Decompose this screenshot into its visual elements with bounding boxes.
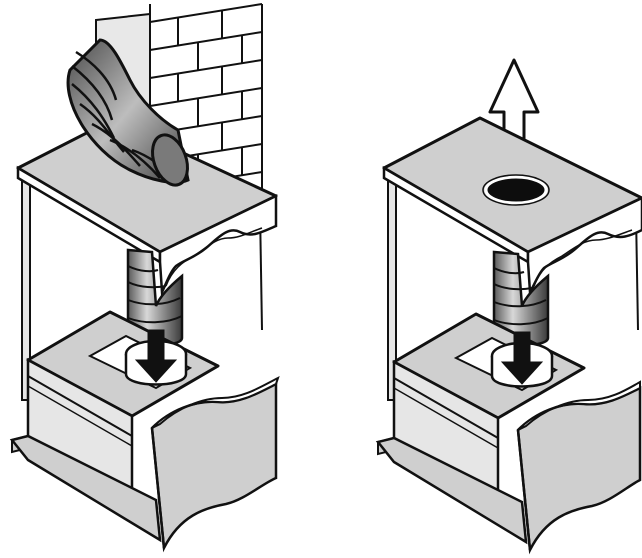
left-down-arrow <box>134 329 178 383</box>
right-down-arrow <box>500 331 544 385</box>
top-vent-hole <box>482 174 550 206</box>
left-base-cabinet <box>9 310 280 553</box>
right-panel <box>375 58 642 555</box>
left-panel <box>9 3 280 553</box>
flex-duct-elbow <box>66 38 190 187</box>
left-cabinet-top <box>16 118 278 297</box>
left-vertical-duct <box>126 248 184 347</box>
